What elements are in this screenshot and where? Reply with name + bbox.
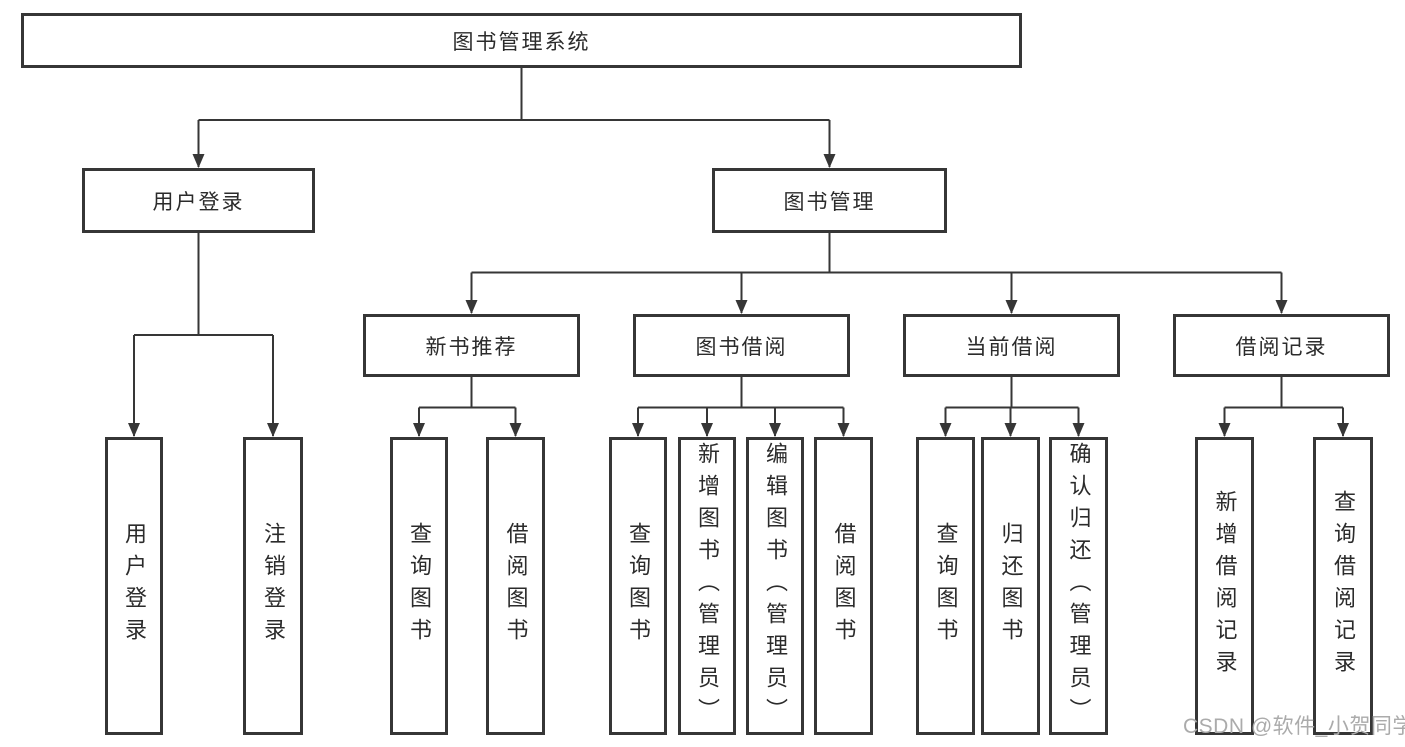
node-current-borrowing: 当前借阅 [903, 314, 1120, 377]
leaf-user-login: 用户登录 [105, 437, 163, 735]
leaf-query-books: 查询图书 [390, 437, 448, 735]
leaf-confirm-return-admin: 确认归还（管理员） [1049, 437, 1108, 735]
node-book-borrowing: 图书借阅 [633, 314, 850, 377]
node-new-book-recommendation: 新书推荐 [363, 314, 580, 377]
leaf-query-books: 查询图书 [916, 437, 975, 735]
leaf-borrow-books: 借阅图书 [814, 437, 873, 735]
leaf-return-books: 归还图书 [981, 437, 1040, 735]
leaf-logout: 注销登录 [243, 437, 303, 735]
leaf-query-books: 查询图书 [609, 437, 667, 735]
leaf-borrow-books: 借阅图书 [486, 437, 545, 735]
watermark: CSDN @软件_小贺同学 [1183, 715, 1405, 738]
leaf-add-borrow-record: 新增借阅记录 [1195, 437, 1254, 735]
node-book-management: 图书管理 [712, 168, 947, 233]
node-user-login: 用户登录 [82, 168, 315, 233]
leaf-edit-books-admin: 编辑图书（管理员） [746, 437, 804, 735]
node-borrowing-records: 借阅记录 [1173, 314, 1390, 377]
node-library-system: 图书管理系统 [21, 13, 1022, 68]
leaf-add-books-admin: 新增图书（管理员） [678, 437, 736, 735]
leaf-query-borrow-record: 查询借阅记录 [1313, 437, 1373, 735]
